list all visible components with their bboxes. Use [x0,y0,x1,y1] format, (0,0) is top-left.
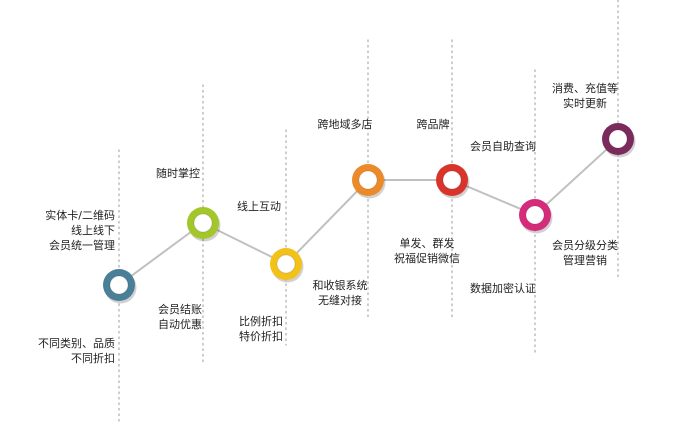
node-1 [103,269,137,304]
node-3-center [276,254,296,274]
node-group [103,123,636,304]
node-3 [270,248,304,283]
label-node-7-above: 消费、充值等 实时更新 [552,82,618,110]
label-node-2-below: 会员结账 自动优惠 [158,303,202,331]
node-7 [602,123,636,158]
label-node-4-above: 跨地域多店 [317,118,373,131]
label-node-3-above: 线上互动 [237,200,281,213]
label-node-5-above: 跨品牌 [416,118,450,131]
node-7-center [608,129,628,149]
label-node-2-above: 随时掌控 [156,167,200,180]
label-node-6-above: 会员自助查询 [470,140,536,153]
node-4 [352,164,386,199]
node-5-center [442,170,462,190]
label-node-5-below: 单发、群发 祝福促销微信 [394,237,460,265]
label-node-1-above: 实体卡/二维码 线上线下 会员统一管理 [45,209,115,252]
label-node-6-below: 数据加密认证 [470,282,536,295]
node-4-center [358,170,378,190]
node-1-center [109,275,129,295]
label-node-7-below: 会员分级分类 管理营销 [552,239,618,267]
node-2 [187,207,221,242]
node-5 [436,164,470,199]
label-node-1-below: 不同类别、品质 不同折扣 [38,337,115,365]
node-6 [519,199,553,234]
node-2-center [193,213,213,233]
label-node-3-below: 比例折扣 特价折扣 [239,315,283,343]
label-node-4-below: 和收银系统 无缝对接 [312,279,368,307]
node-6-center [525,205,545,225]
